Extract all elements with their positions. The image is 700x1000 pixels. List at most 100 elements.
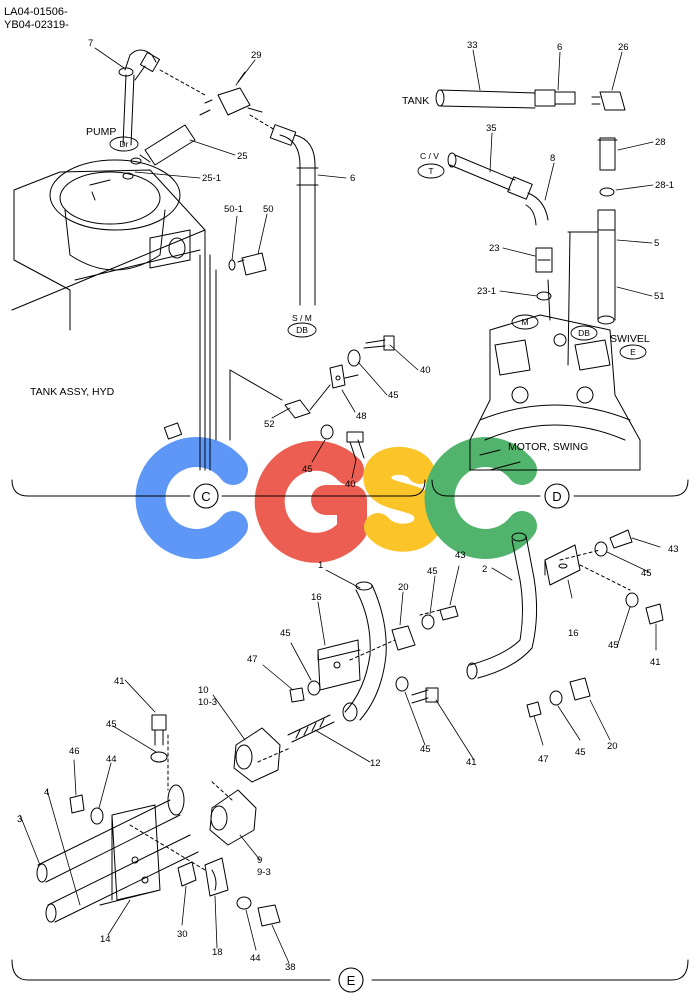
pipe-3 xyxy=(37,799,181,883)
bolt-43-upper xyxy=(439,605,459,621)
bracket-14 xyxy=(99,804,161,906)
callout-18: 18 xyxy=(212,947,223,958)
washer-45-f xyxy=(150,751,168,763)
callout-2: 2 xyxy=(482,564,487,575)
callout-38: 38 xyxy=(285,962,296,973)
spacer-30 xyxy=(177,861,197,887)
washer-45-e xyxy=(395,676,409,692)
section-e: E xyxy=(347,973,356,988)
callout-47-left: 47 xyxy=(247,654,258,665)
bolt-38 xyxy=(257,904,281,927)
section-d-drawing xyxy=(435,89,641,471)
callout-26: 26 xyxy=(618,42,629,53)
nut-47-right xyxy=(526,701,542,718)
callout-44-upper: 44 xyxy=(106,754,117,765)
port-markers xyxy=(109,136,647,360)
callout-7: 7 xyxy=(88,38,93,49)
drain-tube xyxy=(199,254,217,471)
hydraulic-tank xyxy=(11,169,206,471)
callout-6-left: 6 xyxy=(350,173,355,184)
watermark-g xyxy=(254,440,367,563)
port-dr: Dr xyxy=(120,139,129,149)
fitting-23 xyxy=(535,247,553,273)
clamp-10 xyxy=(233,727,281,783)
callout-30: 30 xyxy=(177,929,188,940)
fitting-25 xyxy=(139,124,196,166)
callout-45-h: 45 xyxy=(608,640,619,651)
callout-9: 9 xyxy=(257,855,262,866)
callout-3: 3 xyxy=(17,814,22,825)
bracket-16-left xyxy=(317,639,361,691)
port-t: T xyxy=(428,166,433,176)
callout-41-mid: 41 xyxy=(466,757,477,768)
clamp-20-lower xyxy=(569,677,591,701)
bolt-41-left xyxy=(151,714,167,746)
callout-23-1: 23-1 xyxy=(477,286,496,297)
label-tank-assy: TANK ASSY, HYD xyxy=(30,386,115,398)
callout-4: 4 xyxy=(44,787,49,798)
watermark-c1 xyxy=(135,437,248,559)
washer-45-i xyxy=(549,690,563,706)
callout-44-lower: 44 xyxy=(250,953,261,964)
hose-6 xyxy=(279,134,316,306)
bolt-40-lower xyxy=(349,439,365,461)
callout-52: 52 xyxy=(264,419,275,430)
callout-50: 50 xyxy=(263,204,274,215)
section-marker-d xyxy=(544,483,570,509)
washer-44-b xyxy=(236,896,252,910)
tank-cap xyxy=(59,171,161,225)
tank-cap-ring xyxy=(49,159,181,231)
washer-45-g xyxy=(594,541,608,557)
callout-25-1: 25-1 xyxy=(202,173,221,184)
hose-33 xyxy=(439,89,536,109)
label-c-v: C / V xyxy=(420,151,439,161)
pipe-1 xyxy=(344,584,387,721)
port-m: M xyxy=(521,317,528,327)
text-labels: TANK PUMP TANK ASSY, HYD SWIVEL MOTOR, S… xyxy=(17,38,679,988)
section-e-drawing xyxy=(36,529,664,927)
callout-35: 35 xyxy=(486,123,497,134)
callout-6-right: 6 xyxy=(557,42,562,53)
label-tank: TANK xyxy=(402,95,429,107)
callout-47-right: 47 xyxy=(538,754,549,765)
serial-range-1: LA04-01506- xyxy=(4,6,68,18)
callout-14: 14 xyxy=(100,934,111,945)
watermark-s xyxy=(363,446,443,552)
washer-45-upper xyxy=(347,349,361,367)
bracket-16-right xyxy=(544,544,581,586)
callout-50-1: 50-1 xyxy=(224,204,243,215)
clamp-18 xyxy=(204,857,229,897)
callout-23: 23 xyxy=(489,243,500,254)
label-s-m: S / M xyxy=(292,313,312,323)
callout-45-f: 45 xyxy=(106,719,117,730)
callout-8: 8 xyxy=(550,153,555,164)
washer-45-c xyxy=(421,614,435,630)
callout-45-g: 45 xyxy=(641,568,652,579)
callout-5: 5 xyxy=(654,238,659,249)
washer-45-d xyxy=(307,680,321,696)
callout-45-lower: 45 xyxy=(302,464,313,475)
callout-12: 12 xyxy=(370,758,381,769)
callout-16-right: 16 xyxy=(568,628,579,639)
port-marker-db-2 xyxy=(570,325,598,341)
callout-43-upper: 43 xyxy=(455,550,466,561)
leader-lines xyxy=(19,47,661,964)
callout-16-left: 16 xyxy=(311,592,322,603)
bracket-48 xyxy=(329,364,359,389)
port-marker-db-1 xyxy=(287,322,317,338)
serial-range-2: YB04-02319- xyxy=(4,19,69,31)
port-marker-e xyxy=(619,344,647,360)
connector-28 xyxy=(597,137,618,171)
bolt-41-right xyxy=(645,603,664,625)
elbow-8 xyxy=(525,192,549,226)
callout-46: 46 xyxy=(69,746,80,757)
o-ring-50-1 xyxy=(228,259,236,271)
washer-45-h xyxy=(625,592,639,608)
callout-10: 10 xyxy=(198,685,209,696)
clamp-52 xyxy=(284,399,311,419)
elbow-26 xyxy=(591,91,626,111)
callout-28-1: 28-1 xyxy=(655,180,674,191)
washer-45-lower xyxy=(320,424,334,440)
callout-41-left: 41 xyxy=(114,676,125,687)
